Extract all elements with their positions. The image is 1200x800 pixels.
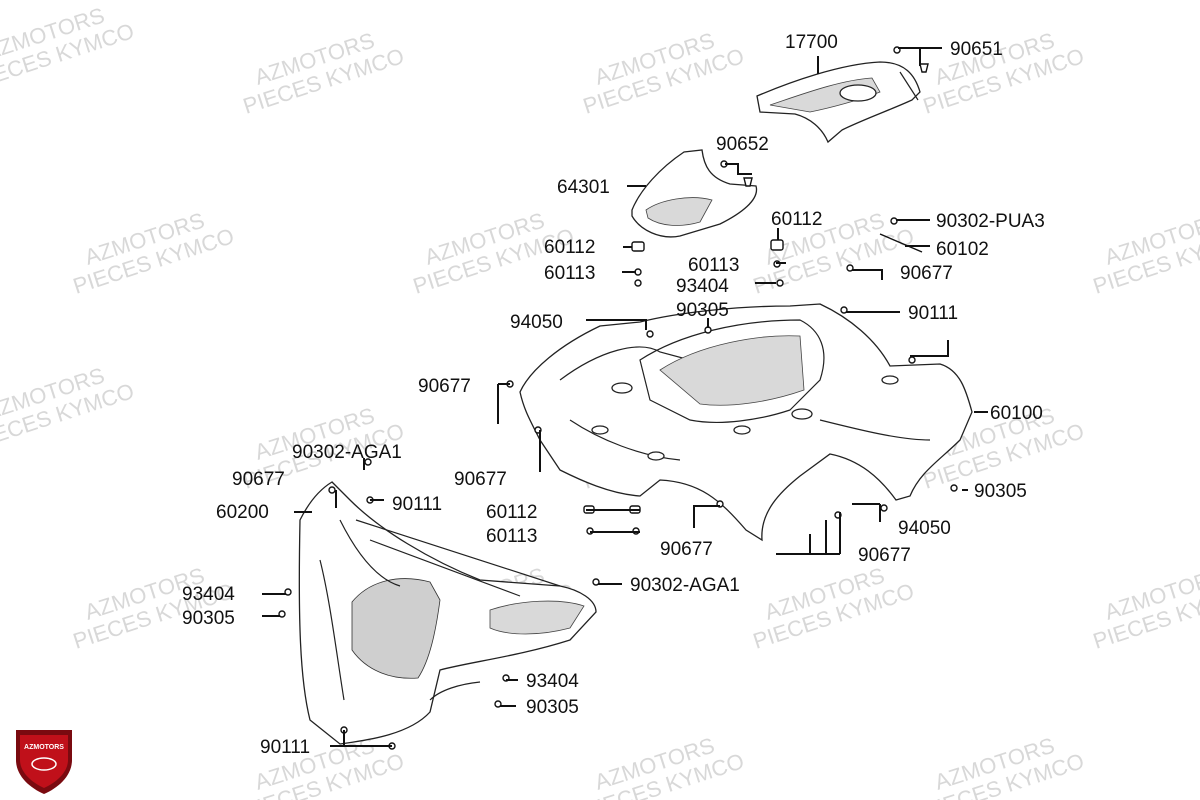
- part-label: 60112: [544, 237, 595, 258]
- part-label: 90305: [974, 481, 1027, 502]
- part-rear-fender: [519, 303, 973, 542]
- part-label: 90677: [858, 545, 911, 566]
- part-label: 90305: [676, 300, 729, 321]
- part-label: 90305: [182, 608, 235, 629]
- leader-lines: [262, 47, 988, 747]
- part-label: 90111: [260, 737, 310, 758]
- part-label: 90305: [526, 697, 579, 718]
- part-labels: 17700 90651 90652 64301 60112 90302-PUA3…: [182, 32, 1045, 758]
- part-label: 60113: [486, 526, 537, 547]
- part-label: 93404: [526, 671, 579, 692]
- part-label: 93404: [676, 276, 729, 297]
- part-label: 90677: [232, 469, 285, 490]
- part-label: 60113: [688, 255, 739, 276]
- part-label: 94050: [898, 518, 951, 539]
- part-label: 60100: [990, 403, 1043, 424]
- part-label: 60112: [486, 502, 537, 523]
- part-label: 90652: [716, 134, 769, 155]
- shield-inner-icon: [20, 735, 68, 788]
- logo-text: AZMOTORS: [24, 744, 64, 751]
- part-label: 90677: [660, 539, 713, 560]
- part-label: 90302-AGA1: [630, 575, 740, 596]
- logo-swoosh-icon: [31, 757, 57, 771]
- part-label: 90651: [950, 39, 1003, 60]
- part-label: 60113: [544, 263, 595, 284]
- part-label: 90677: [454, 469, 507, 490]
- part-label: 90111: [392, 494, 442, 515]
- part-label: 90302-AGA1: [292, 442, 402, 463]
- part-label: 94050: [510, 312, 563, 333]
- part-top-cover: [631, 149, 758, 238]
- part-label: 17700: [785, 32, 838, 53]
- part-label: 90677: [418, 376, 471, 397]
- part-label: 60102: [936, 239, 989, 260]
- part-label: 60112: [771, 209, 822, 230]
- part-front-fender: [298, 481, 597, 745]
- part-label: 90111: [908, 303, 958, 324]
- part-label: 90677: [900, 263, 953, 284]
- part-seat-cover: [756, 61, 921, 144]
- part-label: 60200: [216, 502, 269, 523]
- azmotors-logo: AZMOTORS: [16, 730, 72, 794]
- part-label: 90302-PUA3: [936, 211, 1045, 232]
- part-label: 64301: [557, 177, 610, 198]
- part-label: 93404: [182, 584, 235, 605]
